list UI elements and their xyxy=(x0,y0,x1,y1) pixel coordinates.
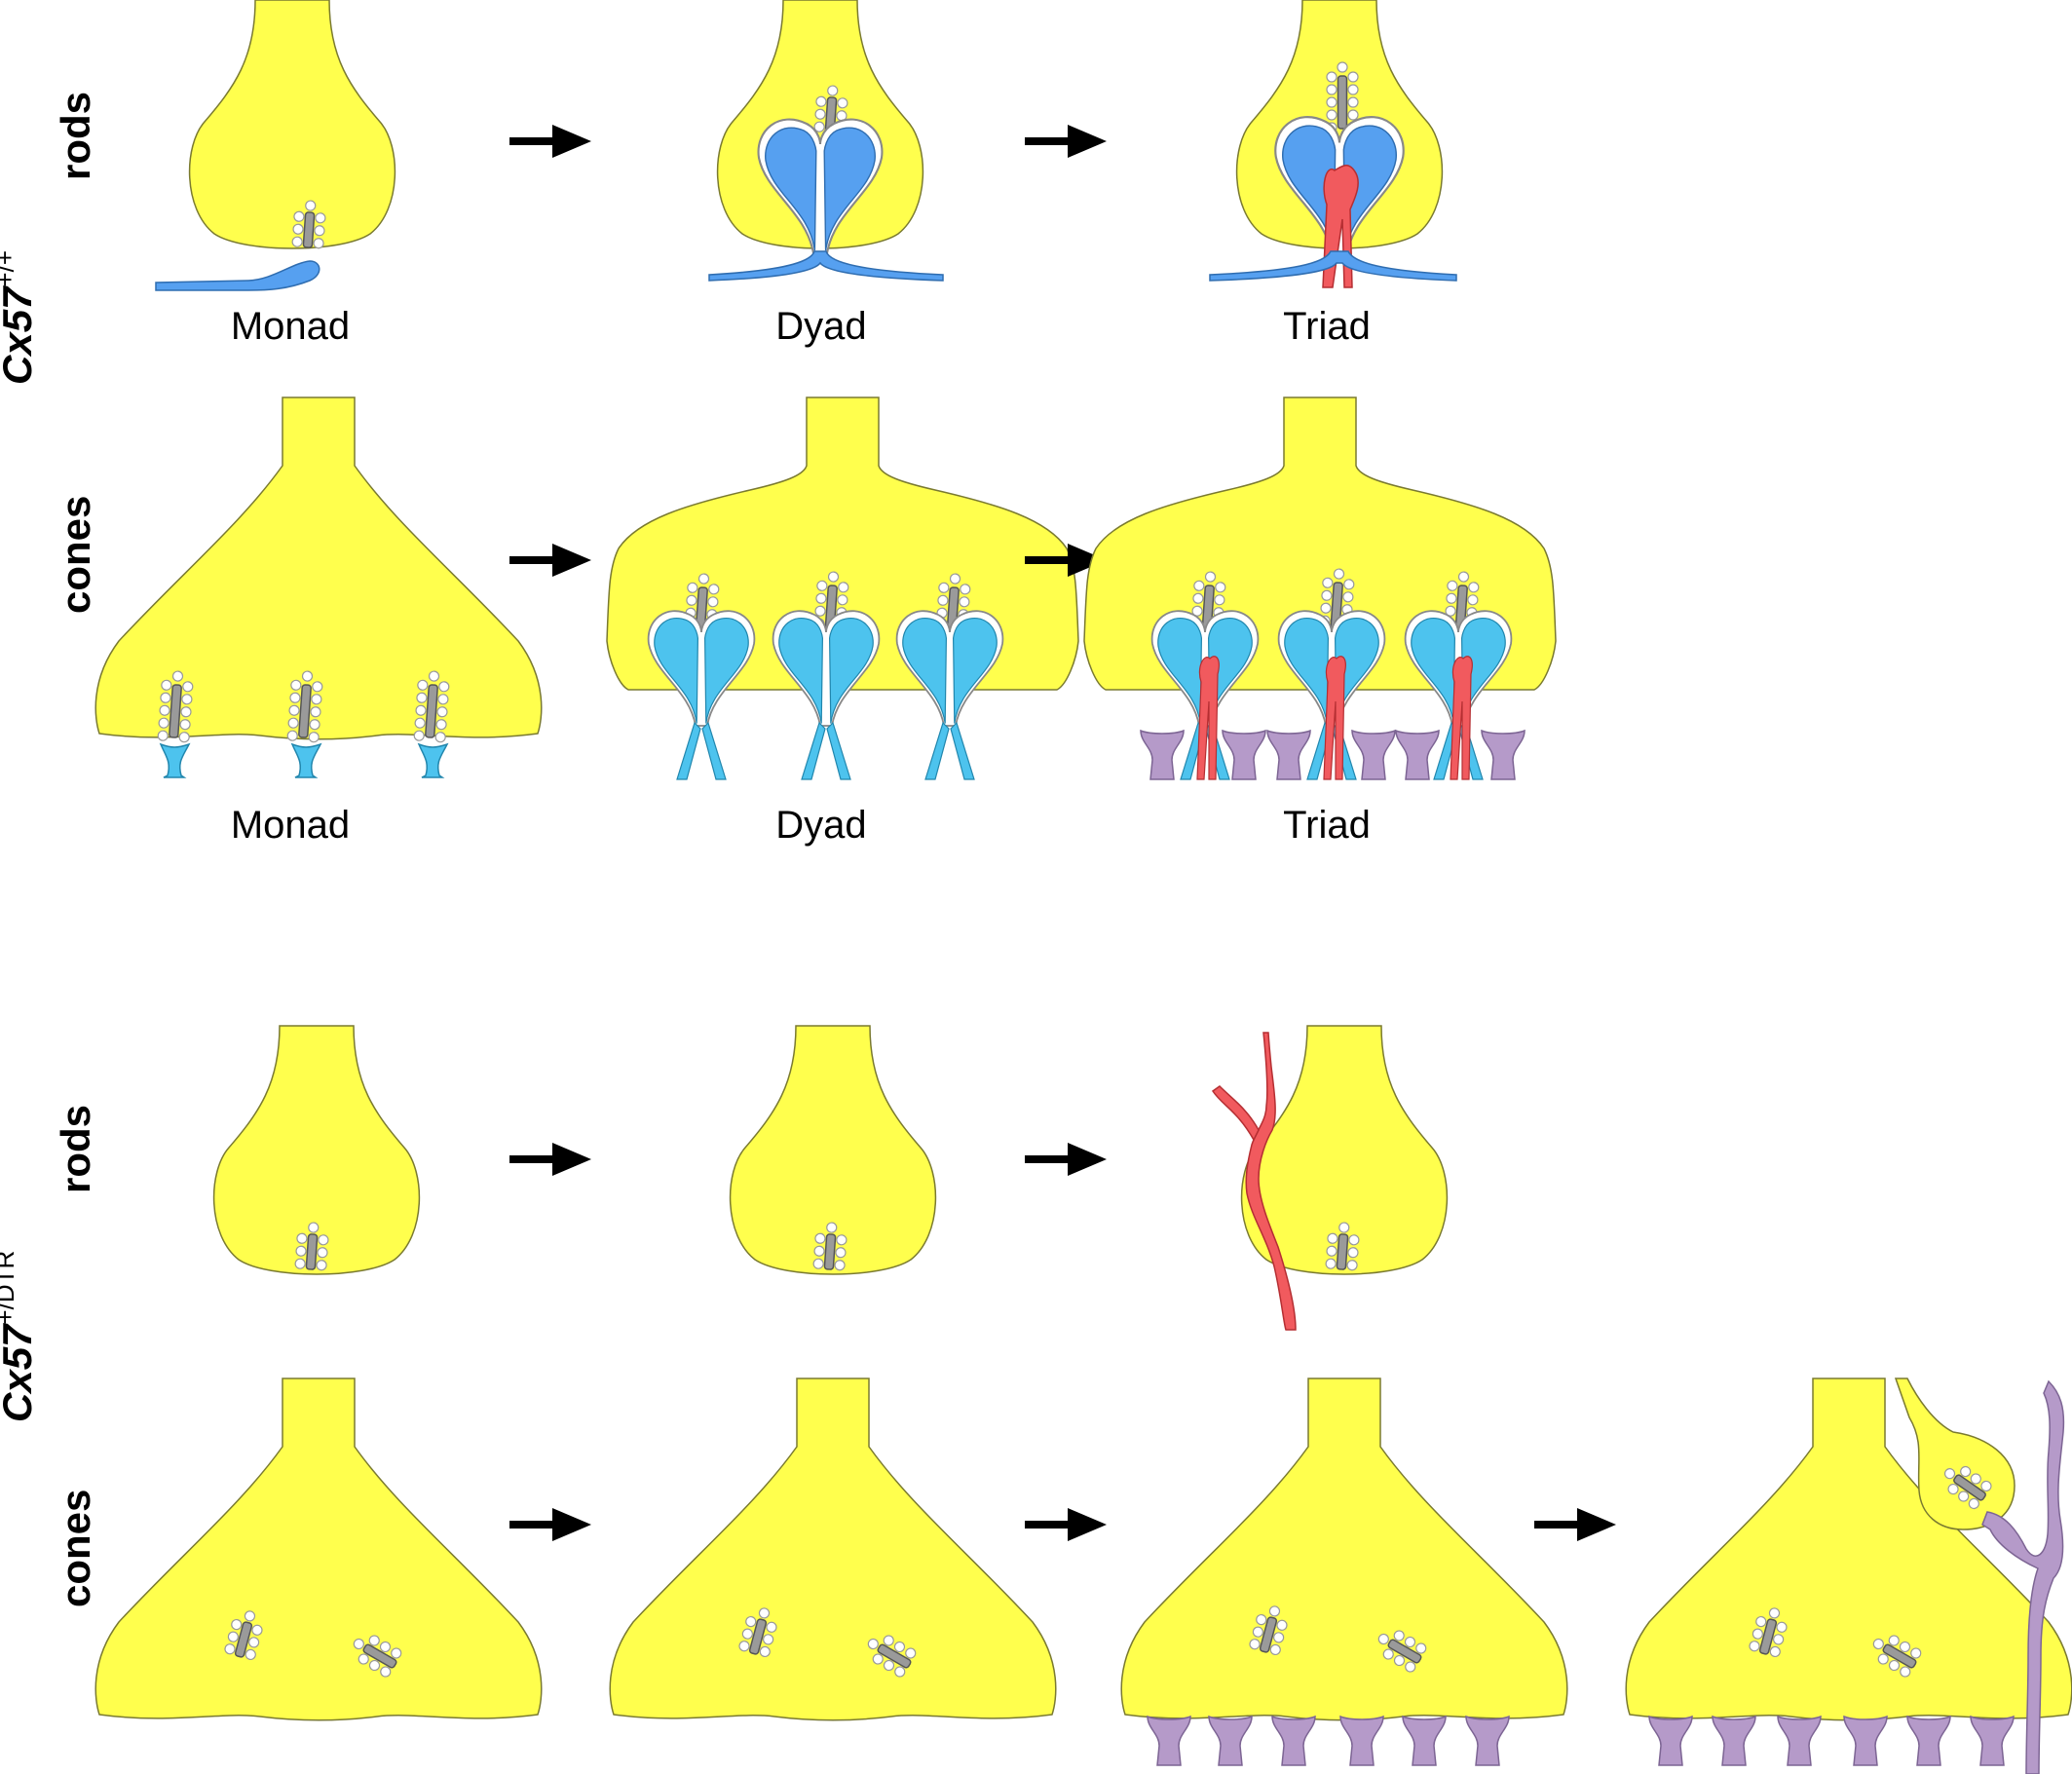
cone-dyad-wt xyxy=(606,396,1079,780)
stage-label-monad-rods: Monad xyxy=(231,305,350,348)
rod-monad-wt xyxy=(155,0,396,291)
rod-stage2-mutant xyxy=(729,1025,937,1275)
cone-triad-wt xyxy=(1083,396,1557,780)
row-label-rods-mutant: rods xyxy=(53,1105,98,1193)
stage-label-triad-rods: Triad xyxy=(1283,305,1371,348)
arrow-rod-wt-1 xyxy=(509,125,591,158)
stage-label-triad-cones: Triad xyxy=(1283,804,1371,847)
row-label-cones-mutant: cones xyxy=(53,1490,98,1607)
cone-stage4-mutant xyxy=(1625,1378,2072,1774)
arrow-rod-wt-2 xyxy=(1025,125,1107,158)
rod-dyad-wt xyxy=(708,0,944,282)
cone-stage1-mutant xyxy=(94,1378,543,1721)
genotype-label-mutant: Cx57+/DTR xyxy=(0,1251,40,1422)
stage-label-dyad-rods: Dyad xyxy=(775,305,866,348)
stage-label-monad-cones: Monad xyxy=(231,804,350,847)
arrow-cone-wt-1 xyxy=(509,544,591,577)
genotype-label-wildtype: Cx57+/+ xyxy=(0,250,40,385)
arrow-cone-mutant-2 xyxy=(1025,1508,1107,1541)
cone-stage2-mutant xyxy=(609,1378,1057,1721)
stage-label-dyad-cones: Dyad xyxy=(775,804,866,847)
rod-stage3-mutant xyxy=(1211,1025,1449,1331)
rod-triad-wt xyxy=(1209,0,1457,288)
arrow-rod-mutant-1 xyxy=(509,1143,591,1176)
arrow-rod-mutant-2 xyxy=(1025,1143,1107,1176)
arrow-cone-mutant-3 xyxy=(1534,1508,1616,1541)
row-label-cones-wt: cones xyxy=(53,496,98,614)
arrow-cone-mutant-1 xyxy=(509,1508,591,1541)
row-label-rods-wt: rods xyxy=(53,92,98,180)
cone-stage3-mutant xyxy=(1120,1378,1568,1766)
cone-monad-wt xyxy=(94,396,543,778)
rod-stage1-mutant xyxy=(212,1025,421,1275)
